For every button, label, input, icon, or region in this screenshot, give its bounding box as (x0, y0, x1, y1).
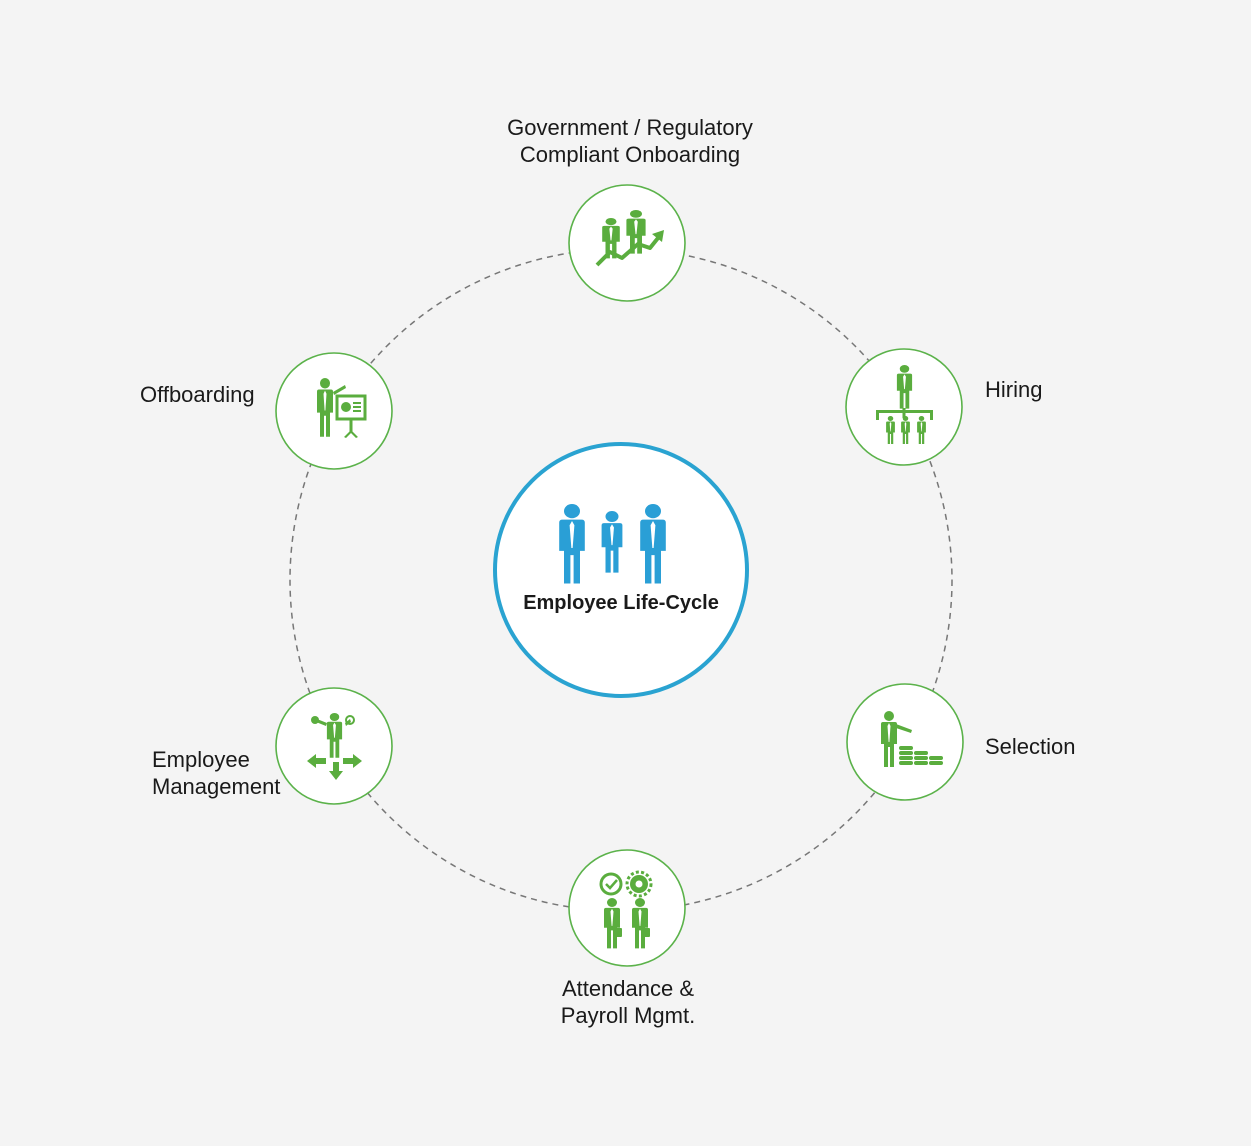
person-presentation-icon (317, 378, 367, 438)
org-hierarchy-icon (876, 365, 933, 444)
stage-label-selection: Selection (985, 734, 1076, 759)
center-title: Employee Life-Cycle (523, 592, 719, 614)
person-directions-icon (307, 713, 362, 780)
stage-node-hiring[interactable] (845, 348, 963, 466)
team-growth-chart-icon (595, 210, 664, 267)
stage-label-hiring: Hiring (985, 377, 1043, 402)
stage-node-management[interactable] (275, 687, 393, 805)
stage-label-offboarding: Offboarding (140, 382, 255, 407)
people-clock-gear-icon (599, 870, 653, 949)
stage-label-onboarding: Government / Regulatory Compliant Onboar… (507, 115, 753, 167)
stage-node-offboarding[interactable] (275, 352, 393, 470)
stage-label-attendance: Attendance & Payroll Mgmt. (560, 976, 696, 1028)
stage-node-selection[interactable] (846, 683, 964, 801)
stage-node-attendance[interactable] (568, 849, 686, 967)
stage-label-management: Employee Management (152, 747, 281, 799)
person-coins-icon (881, 711, 943, 767)
center-node (493, 442, 749, 698)
stage-node-onboarding[interactable] (568, 184, 686, 302)
